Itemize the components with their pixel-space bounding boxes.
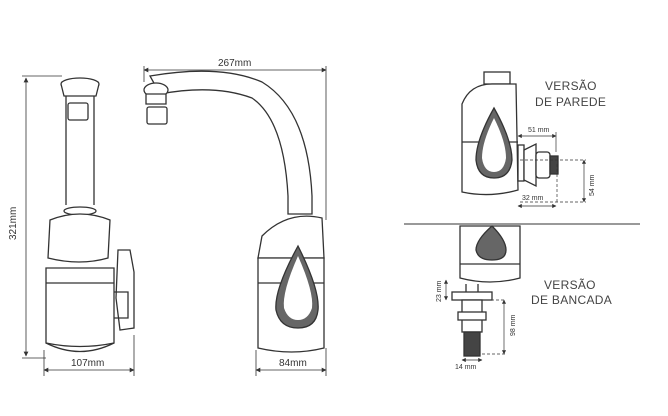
side-lever <box>115 249 135 331</box>
side-lever-joint <box>114 291 129 319</box>
wall-height-label: 54 mm <box>589 174 596 196</box>
height-dimension-label: 321mm <box>8 207 19 240</box>
side-column <box>65 96 95 205</box>
counter-thread <box>463 331 481 357</box>
counter-version-label-line2: DE BANCADA <box>531 293 612 307</box>
wall-offset-label: 51 mm <box>528 127 550 134</box>
counter-version-view <box>451 225 521 357</box>
wall-version-label-line1: VERSÃO <box>545 79 597 93</box>
side-view <box>45 77 135 353</box>
counter-thread-label: 14 mm <box>455 364 477 371</box>
front-upper-body <box>257 215 325 259</box>
wall-version-label-line2: DE PAREDE <box>535 95 606 109</box>
wall-guides <box>520 159 586 203</box>
side-width-label: 107mm <box>71 358 104 369</box>
height-dimension <box>22 75 62 359</box>
counter-version-label-line1: VERSÃO <box>544 278 596 292</box>
counter-nut-label: 23 mm <box>436 280 443 302</box>
spout-aerator <box>146 106 168 125</box>
side-upper-body <box>47 213 111 263</box>
side-base-curve <box>45 342 115 353</box>
side-knob-base <box>60 83 100 97</box>
counter-flange <box>451 291 493 301</box>
counter-teardrop-emblem <box>475 225 507 261</box>
body-width-label: 84mm <box>279 358 307 369</box>
counter-nut <box>457 311 487 321</box>
wall-connector-plate <box>517 144 525 182</box>
wall-offset-dimension <box>517 132 557 152</box>
side-lower-body <box>45 267 115 348</box>
wall-pitch-label: 32 mm <box>522 195 544 202</box>
side-width-dimension <box>43 335 135 376</box>
reach-dimension <box>143 66 327 220</box>
side-knob-stem <box>67 102 89 121</box>
wall-connector-fitting <box>535 151 551 179</box>
wall-connector-nut <box>523 142 537 188</box>
counter-depth-label: 98 mm <box>510 314 517 336</box>
front-view <box>143 70 325 353</box>
reach-dimension-label: 267mm <box>218 58 251 69</box>
spout-aerator-top <box>145 93 167 105</box>
counter-guides <box>482 299 506 355</box>
body-width-dimension <box>255 348 327 376</box>
wall-top-stub <box>483 71 511 85</box>
spout <box>148 70 313 215</box>
wall-version-view <box>461 71 559 196</box>
wall-connector-thread <box>549 155 559 175</box>
